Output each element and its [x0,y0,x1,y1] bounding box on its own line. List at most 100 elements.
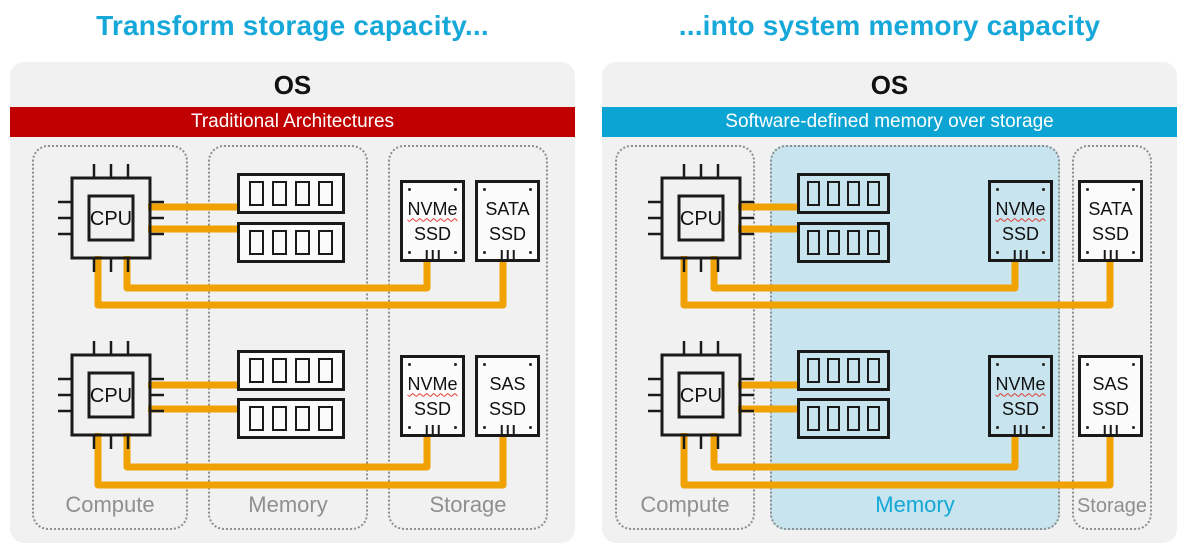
screw-dot [1132,188,1135,191]
screw-dot [529,188,532,191]
dimm-chip [867,358,880,383]
dimm-chip [295,230,310,255]
compute-column-label: Compute [640,492,730,517]
screw-dot [1086,251,1089,254]
ssd-type-label: NVMe [407,198,458,219]
nvme-ssd-icon: NVMe SSD [988,355,1053,437]
ssd-type-label: SATA [1088,198,1133,219]
dimm-chip [827,181,840,206]
connector-pins-icon [506,250,509,259]
screw-dot [454,426,457,429]
panel-traditional: OS Traditional Architectures Compute Mem… [10,62,575,543]
screw-dot [454,188,457,191]
dimm-chip [295,181,310,206]
screw-dot [996,251,999,254]
connector-pins-icon [431,250,434,259]
dimm-chip [827,358,840,383]
dimm-chip [827,230,840,255]
right-title: ...into system memory capacity [678,10,1101,41]
os-label: OS [273,70,312,100]
storage-column: Storage [1072,145,1152,530]
cpu-label: CPU [90,208,132,230]
ssd-label: SSD [1001,398,1039,419]
dimm-chip [295,358,310,383]
dimm-chip [867,406,880,431]
dimm-chip [807,406,820,431]
interconnect-wires [94,203,507,489]
nvme-ssd-icon: NVMe SSD [400,180,465,262]
screw-dot [1132,251,1135,254]
screw-dot [1086,188,1089,191]
dimm-chip [867,230,880,255]
sas-ssd-icon: SAS SSD [1078,355,1143,437]
storage-column-label: Storage [429,492,507,517]
left-title: Transform storage capacity... [96,10,489,41]
dimm-chip [318,230,333,255]
ssd-label: SSD [1091,223,1129,244]
dimm-chip [272,181,287,206]
nvme-ssd-icon: NVMe SSD [988,180,1053,262]
dimm-chip [847,230,860,255]
dimm-chip [807,181,820,206]
screw-dot [483,363,486,366]
screw-dot [529,363,532,366]
ssd-label: SSD [413,223,451,244]
connector-pins-icon [506,425,509,434]
dimm-module-icon [237,222,345,263]
screw-dot [1086,426,1089,429]
screw-dot [1042,251,1045,254]
dimm-chip [272,358,287,383]
screw-dot [408,188,411,191]
dimm-chip [249,358,264,383]
dimm-chip [249,181,264,206]
dimm-chip [272,406,287,431]
screw-dot [454,251,457,254]
screw-dot [996,426,999,429]
ssd-label: SSD [488,398,526,419]
cpu-chip-icon: CPU [58,341,164,449]
screw-dot [483,251,486,254]
dimm-chip [867,181,880,206]
os-label: OS [870,70,909,100]
compute-column: Compute [32,145,188,530]
memory-column-label: Memory [248,492,328,517]
connector-pins-icon [431,425,434,434]
dimm-chip [827,406,840,431]
screw-dot [529,426,532,429]
storage-column-label: Storage [1076,495,1148,517]
dimm-chip [318,181,333,206]
ssd-type-label: SAS [1092,373,1129,394]
screw-dot [483,188,486,191]
sata-ssd-icon: SATA SSD [1078,180,1143,262]
screw-dot [529,251,532,254]
screw-dot [1042,426,1045,429]
ssd-label: SSD [1091,398,1129,419]
storage-column: Storage [388,145,548,530]
compute-column: Compute [615,145,755,530]
dimm-chip [318,358,333,383]
dimm-chip [318,406,333,431]
dimm-module-icon [237,398,345,439]
screw-dot [996,188,999,191]
screw-dot [1132,426,1135,429]
connector-pins-icon [1109,250,1112,259]
screw-dot [996,363,999,366]
connector-pins-icon [1019,425,1022,434]
sas-ssd-icon: SAS SSD [475,355,540,437]
ssd-label: SSD [413,398,451,419]
screw-dot [1042,363,1045,366]
connector-pins-icon [1019,250,1022,259]
memory-column-label: Memory [875,492,955,517]
interconnect-wires [680,203,1114,489]
cpu-chip-icon: CPU [58,164,164,272]
dimm-chip [249,406,264,431]
ssd-label: SSD [488,223,526,244]
screw-dot [408,251,411,254]
cpu-label: CPU [90,385,132,407]
screw-dot [1042,188,1045,191]
dimm-chip [847,181,860,206]
cpu-chip-icon: CPU [648,164,754,272]
screw-dot [1132,363,1135,366]
dimm-chip [847,358,860,383]
